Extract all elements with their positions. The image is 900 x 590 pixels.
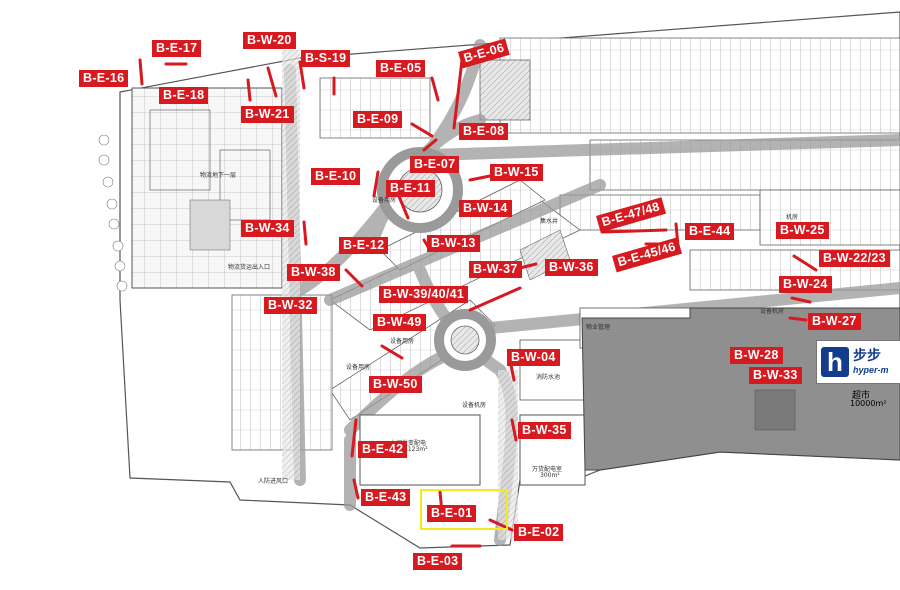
substation-text: 大润发变配电 (390, 440, 427, 447)
label-b-w-22-23[interactable]: B-W-22/23 (819, 250, 890, 267)
brand-name-en: hyper-m (853, 365, 889, 375)
axis-markers (98, 134, 128, 292)
label-b-e-09[interactable]: B-E-09 (353, 111, 403, 128)
label-b-w-20[interactable]: B-W-20 (243, 32, 296, 49)
equipment-room-text: 设备用房 (346, 364, 371, 371)
label-b-e-02[interactable]: B-E-02 (514, 524, 564, 541)
label-b-e-42[interactable]: B-E-42 (358, 441, 408, 458)
label-b-w-13[interactable]: B-W-13 (427, 235, 480, 252)
equipment-room-text: 设备机房 (462, 402, 487, 409)
label-b-w-38[interactable]: B-W-38 (287, 264, 340, 281)
equipment-room-text: 设备机房 (760, 308, 785, 315)
highlight-box (420, 489, 508, 530)
collection-text: 集水井 (540, 218, 559, 225)
label-b-w-04[interactable]: B-W-04 (507, 349, 560, 366)
logistics-exit-text: 物流货运出入口 (228, 264, 271, 271)
label-b-e-17[interactable]: B-E-17 (152, 40, 202, 57)
label-b-w-37[interactable]: B-W-37 (469, 261, 522, 278)
label-b-e-43[interactable]: B-E-43 (361, 489, 411, 506)
civil-defense-text: 人防进风口 (258, 478, 289, 485)
store-area-text: 10000m² (850, 399, 887, 408)
label-b-e-16[interactable]: B-E-16 (79, 70, 129, 87)
brand-name-cn: 步步 (853, 348, 881, 364)
label-b-w-50[interactable]: B-W-50 (369, 376, 422, 393)
label-b-e-18[interactable]: B-E-18 (159, 87, 209, 104)
management-text: 物业管理 (586, 324, 611, 331)
store-logo: h 步步 hyper-m (816, 340, 900, 384)
equipment-room-text: 设备用房 (372, 197, 397, 204)
label-b-w-21[interactable]: B-W-21 (241, 106, 294, 123)
label-b-e-01[interactable]: B-E-01 (427, 505, 477, 522)
label-b-e-05[interactable]: B-E-05 (376, 60, 426, 77)
substation-area-text: 1123m² (404, 446, 428, 453)
equipment-room-text: 机房 (786, 214, 799, 221)
power-dist-area-text: 300m² (540, 472, 560, 479)
label-b-e-03[interactable]: B-E-03 (413, 553, 463, 570)
equipment-room-text: 设备用房 (390, 338, 415, 345)
label-b-e-11[interactable]: B-E-11 (386, 180, 435, 197)
label-b-e-07[interactable]: B-E-07 (410, 156, 460, 173)
label-b-w-35[interactable]: B-W-35 (518, 422, 571, 439)
label-b-e-08[interactable]: B-E-08 (459, 123, 509, 140)
label-b-w-39-40-41[interactable]: B-W-39/40/41 (379, 286, 469, 303)
label-b-w-28[interactable]: B-W-28 (730, 347, 783, 364)
label-b-e-10[interactable]: B-E-10 (311, 168, 361, 185)
label-b-w-14[interactable]: B-W-14 (459, 200, 512, 217)
label-b-w-32[interactable]: B-W-32 (264, 297, 317, 314)
label-b-w-49[interactable]: B-W-49 (373, 314, 426, 331)
label-b-e-44[interactable]: B-E-44 (685, 223, 735, 240)
label-b-w-36[interactable]: B-W-36 (545, 259, 598, 276)
label-b-w-34[interactable]: B-W-34 (241, 220, 294, 237)
label-b-w-15[interactable]: B-W-15 (490, 164, 543, 181)
brand-logo-icon: h (821, 347, 849, 377)
power-dist-text: 万货配电室 (532, 466, 563, 473)
label-b-s-19[interactable]: B-S-19 (301, 50, 351, 67)
label-b-w-27[interactable]: B-W-27 (808, 313, 861, 330)
store-name: 超市 (852, 391, 871, 401)
label-b-w-33[interactable]: B-W-33 (749, 367, 802, 384)
label-b-e-12[interactable]: B-E-12 (339, 237, 389, 254)
label-b-w-25[interactable]: B-W-25 (776, 222, 829, 239)
left-building-text: 物流地下一层 (200, 172, 237, 179)
label-b-w-24[interactable]: B-W-24 (779, 276, 832, 293)
fire-pump-text: 消防水池 (536, 374, 561, 381)
